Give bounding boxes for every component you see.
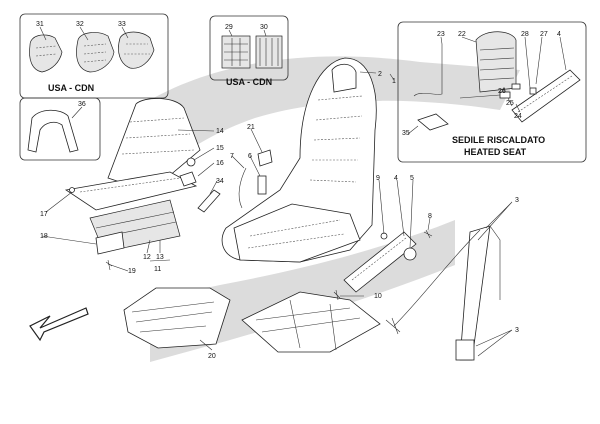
part-label-1: 1 bbox=[392, 78, 396, 85]
heated-pad-22 bbox=[475, 31, 517, 93]
usa-cdn-box-mid bbox=[209, 15, 289, 81]
part-label-11: 11 bbox=[154, 266, 161, 273]
cover-16 bbox=[179, 171, 197, 187]
caption-usa-cdn-mid: USA - CDN bbox=[226, 77, 272, 87]
part-label-29: 29 bbox=[225, 24, 233, 31]
heated-seat-box bbox=[397, 21, 587, 163]
side-panel-36 bbox=[27, 109, 79, 153]
part-label-6: 6 bbox=[248, 153, 252, 160]
part-label-7: 7 bbox=[230, 153, 234, 160]
seat-rails bbox=[241, 291, 381, 353]
bolt-10 bbox=[333, 289, 341, 301]
part-label-27: 27 bbox=[540, 31, 548, 38]
part-label-19: 19 bbox=[128, 268, 136, 275]
part-label-17: 17 bbox=[40, 211, 48, 218]
knob-15 bbox=[186, 157, 196, 167]
part-label-22: 22 bbox=[458, 31, 466, 38]
screw-8 bbox=[423, 229, 433, 239]
leader-lines bbox=[39, 26, 567, 357]
part-label-14: 14 bbox=[216, 128, 224, 135]
pad-29 bbox=[221, 35, 251, 69]
part-label-3-bottom: 3 bbox=[515, 327, 519, 334]
heated-wire-23 bbox=[413, 44, 443, 97]
part-label-3-top: 3 bbox=[515, 197, 519, 204]
direction-arrow bbox=[29, 307, 89, 342]
pin-17 bbox=[69, 187, 75, 193]
seat-variant-31 bbox=[29, 34, 63, 73]
part-label-31: 31 bbox=[36, 21, 44, 28]
seat-variant-33 bbox=[118, 31, 155, 69]
part-label-4: 4 bbox=[394, 175, 398, 182]
seat-shell-20 bbox=[123, 287, 231, 349]
seat-variant-32 bbox=[76, 32, 115, 73]
buckle-6 bbox=[257, 175, 267, 195]
part-label-32: 32 bbox=[76, 21, 84, 28]
connectors-heated bbox=[459, 83, 537, 99]
caption-heated-seat-en: HEATED SEAT bbox=[464, 147, 527, 157]
part-label-8: 8 bbox=[428, 213, 432, 220]
part-label-12: 12 bbox=[143, 254, 151, 261]
knob-5 bbox=[403, 247, 417, 261]
part-label-20: 20 bbox=[208, 353, 216, 360]
part-label-10: 10 bbox=[374, 293, 382, 300]
left-backrest bbox=[107, 98, 201, 193]
part-label-36: 36 bbox=[78, 101, 86, 108]
side-rail-4-heated bbox=[511, 69, 581, 123]
pad-30 bbox=[255, 35, 283, 69]
part-label-13: 13 bbox=[156, 254, 164, 261]
part-label-5: 5 bbox=[410, 175, 414, 182]
part-label-26: 26 bbox=[498, 88, 506, 95]
box-36 bbox=[19, 97, 101, 161]
part-label-4-heated: 4 bbox=[557, 31, 561, 38]
side-rail-4 bbox=[343, 231, 417, 293]
seatbelt-3 bbox=[385, 225, 501, 361]
part-label-28: 28 bbox=[521, 31, 529, 38]
part-label-33: 33 bbox=[118, 21, 126, 28]
caption-usa-cdn-top: USA - CDN bbox=[48, 83, 94, 93]
part-label-23: 23 bbox=[437, 31, 445, 38]
part-label-21: 21 bbox=[247, 124, 255, 131]
main-seat bbox=[221, 57, 377, 263]
bracket-18 bbox=[95, 231, 125, 255]
part-label-35: 35 bbox=[402, 130, 410, 137]
part-label-9: 9 bbox=[376, 175, 380, 182]
part-label-18: 18 bbox=[40, 233, 48, 240]
part-label-2: 2 bbox=[378, 71, 382, 78]
wire-7 bbox=[238, 167, 247, 209]
part-label-25: 25 bbox=[506, 100, 514, 107]
part-label-30: 30 bbox=[260, 24, 268, 31]
sleeve-34 bbox=[197, 189, 221, 213]
caption-heated-seat-it: SEDILE RISCALDATO bbox=[452, 135, 545, 145]
part-label-15: 15 bbox=[216, 145, 224, 152]
left-cushion bbox=[64, 171, 198, 211]
heated-pad-35 bbox=[417, 113, 449, 131]
cover-21 bbox=[257, 149, 273, 167]
part-label-16: 16 bbox=[216, 160, 224, 167]
part-label-34: 34 bbox=[216, 178, 224, 185]
part-label-24: 24 bbox=[514, 113, 522, 120]
background-band-upper bbox=[150, 56, 520, 169]
